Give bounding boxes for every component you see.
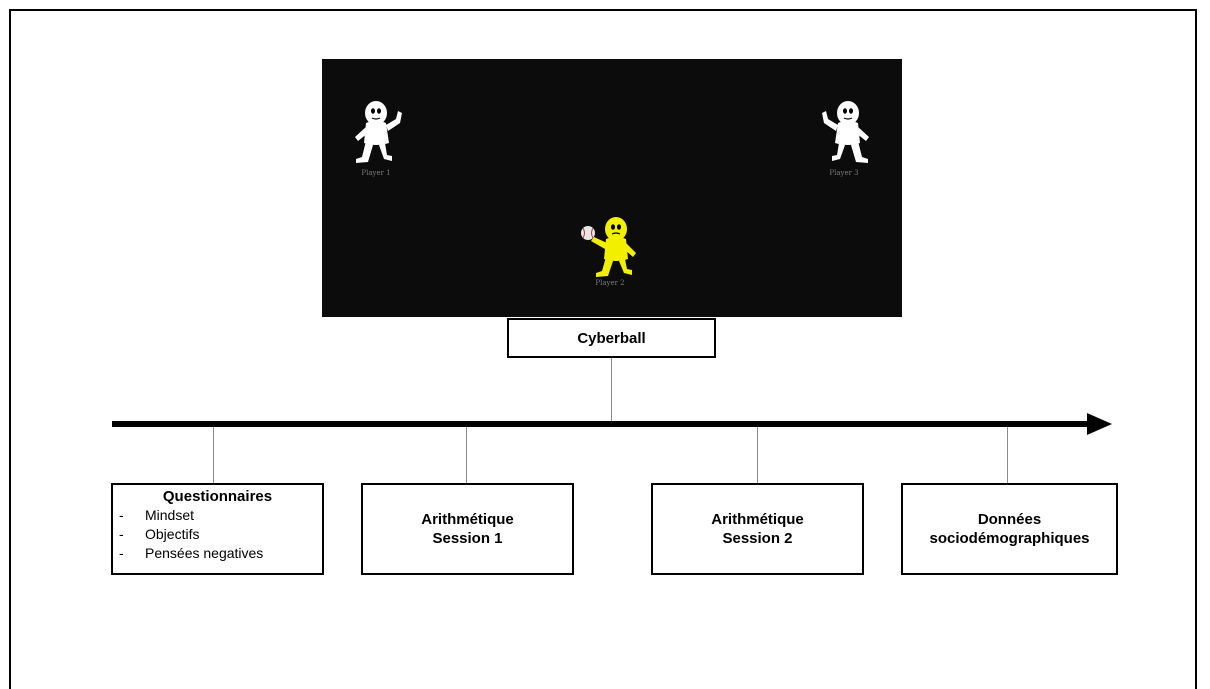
connector-questionnaires [213, 427, 214, 483]
sociodemo-line-1: Données [977, 511, 1042, 528]
questionnaire-item: Objectifs [119, 525, 322, 544]
sociodemo-line-2: sociodémographiques [929, 530, 1090, 547]
session-2-line-2: Session 2 [722, 530, 793, 547]
cyberball-label: Cyberball [577, 329, 646, 347]
baseball-icon [581, 226, 595, 240]
questionnaire-item: Pensées negatives [119, 544, 322, 563]
player-2-label: Player 2 [595, 279, 625, 287]
session-2-box: Arithmétique Session 2 [651, 483, 864, 575]
sociodemo-box: Données sociodémographiques [901, 483, 1118, 575]
cyberball-connector [611, 358, 612, 421]
session-2-line-1: Arithmétique [711, 511, 804, 528]
connector-session-1 [466, 427, 467, 483]
cyberball-box: Cyberball [507, 318, 716, 358]
cyberball-screenshot: Player 1 Player 3 [322, 59, 902, 317]
player-1-figure [355, 101, 402, 163]
questionnaires-title: Questionnaires [162, 488, 273, 505]
figure-frame [9, 9, 1197, 689]
session-1-line-2: Session 1 [432, 530, 503, 547]
questionnaire-item: Mindset [119, 506, 322, 525]
questionnaires-box: Questionnaires Mindset Objectifs Pensées… [111, 483, 324, 575]
player-3-label: Player 3 [829, 169, 859, 177]
connector-sociodemo [1007, 427, 1008, 483]
connector-session-2 [757, 427, 758, 483]
player-2-figure [581, 217, 636, 277]
session-1-box: Arithmétique Session 1 [361, 483, 574, 575]
player-3-figure [822, 101, 869, 163]
questionnaires-list: Mindset Objectifs Pensées negatives [113, 506, 322, 563]
player-1-label: Player 1 [361, 169, 391, 177]
session-1-line-1: Arithmétique [421, 511, 514, 528]
